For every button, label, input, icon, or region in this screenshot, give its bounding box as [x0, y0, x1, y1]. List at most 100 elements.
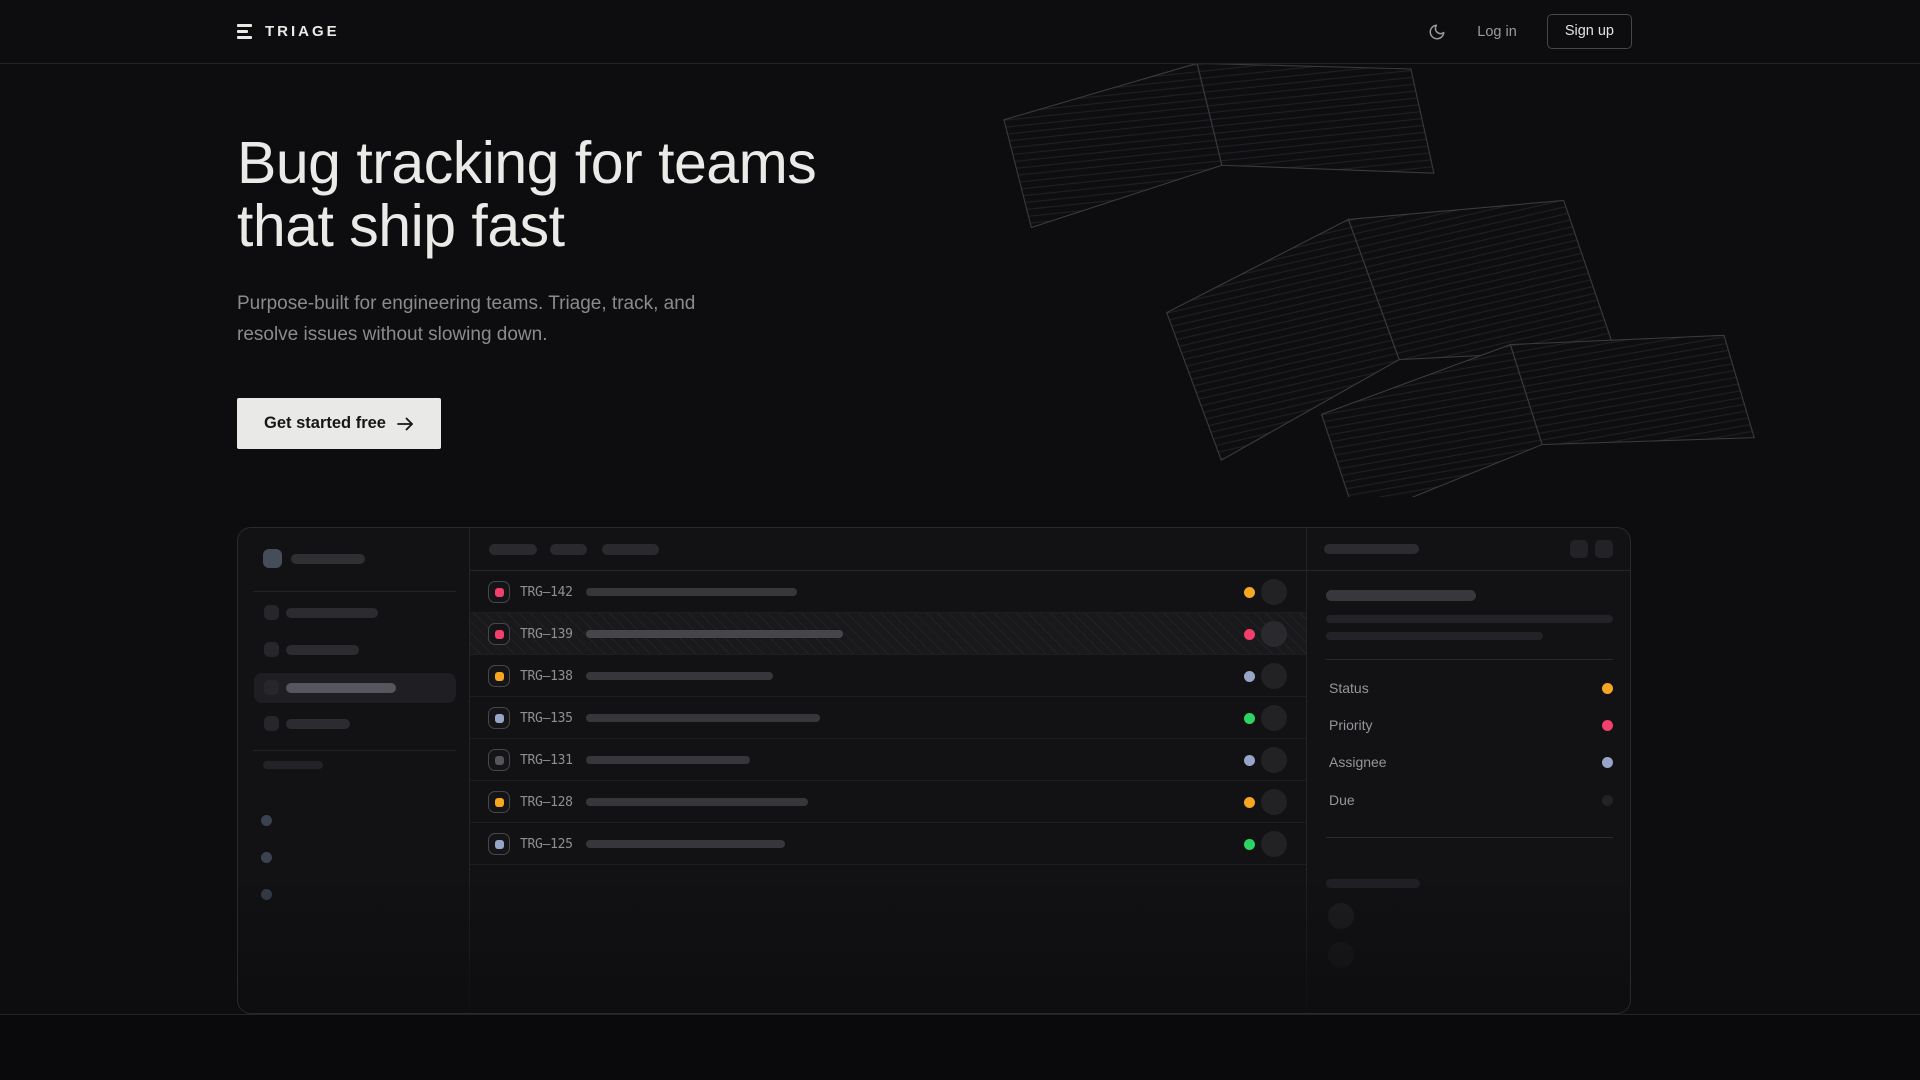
divider: [1326, 659, 1613, 660]
brand-logo[interactable]: TRIAGE: [237, 0, 340, 63]
issue-type-icon: [488, 665, 510, 687]
mock-list-toolbar: [470, 528, 1306, 571]
theme-toggle[interactable]: [1427, 22, 1447, 42]
mock-action-button: [1595, 540, 1613, 558]
assignee-avatar: [1261, 705, 1287, 731]
assignee-avatar: [1261, 663, 1287, 689]
mock-detail-toolbar: [1307, 528, 1630, 571]
issue-type-icon: [488, 833, 510, 855]
mock-activity-label-placeholder: [1326, 879, 1420, 888]
mock-description-placeholder: [1326, 632, 1543, 640]
issue-type-icon: [488, 623, 510, 645]
issue-title-placeholder: [586, 672, 773, 680]
status-dot: [1244, 796, 1255, 808]
issue-title-placeholder: [586, 714, 820, 722]
mock-issue-list: TRG–142 TRG–139 TRG–138: [470, 528, 1306, 1013]
mock-issue-title-placeholder: [1326, 590, 1476, 601]
brand-logo-icon: [237, 23, 252, 40]
assignee-avatar: [1261, 831, 1287, 857]
mock-nav-item: [238, 598, 470, 628]
issue-title-placeholder: [586, 756, 750, 764]
mock-detail-panel: Status Priority Assignee Due: [1306, 528, 1630, 1013]
issue-title-placeholder: [586, 798, 808, 806]
detail-field: Assignee: [1307, 752, 1630, 772]
divider: [253, 591, 456, 592]
hero-heading-line2: that ship fast: [237, 193, 565, 259]
status-dot: [1244, 670, 1255, 682]
field-value-dot: [1602, 795, 1613, 806]
mock-filter-pill: [550, 544, 587, 555]
hero-heading-line1: Bug tracking for teams: [237, 130, 817, 196]
detail-field: Due: [1307, 790, 1630, 810]
mock-action-button: [1570, 540, 1588, 558]
header-actions: Log in Sign up: [1427, 0, 1632, 63]
status-dot: [1244, 586, 1255, 598]
mock-nav-item-active: [254, 673, 456, 703]
field-value-dot: [1602, 683, 1613, 694]
field-label: Assignee: [1329, 754, 1387, 770]
status-dot: [1244, 754, 1255, 766]
login-link[interactable]: Log in: [1477, 23, 1517, 40]
mock-nav-item: [238, 635, 470, 665]
issue-id: TRG–142: [520, 584, 573, 600]
divider: [253, 750, 456, 751]
assignee-avatar: [1261, 579, 1287, 605]
issue-id: TRG–125: [520, 836, 573, 852]
field-value-dot: [1602, 720, 1613, 731]
signup-button[interactable]: Sign up: [1546, 14, 1632, 49]
issue-row: TRG–131: [470, 739, 1306, 781]
mock-workspace-name-placeholder: [291, 554, 365, 564]
issue-row: TRG–138: [470, 655, 1306, 697]
mock-comment-avatar: [1328, 942, 1354, 968]
mock-breadcrumb-placeholder: [1324, 544, 1419, 554]
issue-type-icon: [488, 707, 510, 729]
footer-band: [0, 1014, 1920, 1080]
issue-title-placeholder: [586, 840, 785, 848]
mock-issue-rows: TRG–142 TRG–139 TRG–138: [470, 571, 1306, 865]
detail-field: Priority: [1307, 715, 1630, 735]
mock-comment-avatar: [1328, 903, 1354, 929]
get-started-label: Get started free: [264, 414, 386, 432]
assignee-avatar: [1261, 789, 1287, 815]
issue-row: TRG–142: [470, 571, 1306, 613]
issue-type-icon: [488, 749, 510, 771]
status-dot: [1244, 712, 1255, 724]
detail-field: Status: [1307, 678, 1630, 698]
issue-type-icon: [488, 791, 510, 813]
issue-row-selected: TRG–139: [470, 613, 1306, 655]
mock-nav-item: [238, 709, 470, 739]
issue-title-placeholder: [586, 630, 843, 638]
field-label: Status: [1329, 680, 1369, 696]
mock-workspace-avatar: [263, 549, 282, 568]
brand-name: TRIAGE: [265, 23, 340, 40]
mock-list-dot: [261, 852, 272, 863]
mock-section-label-placeholder: [263, 761, 323, 769]
issue-row: TRG–128: [470, 781, 1306, 823]
status-dot: [1244, 628, 1255, 640]
issue-row: TRG–125: [470, 823, 1306, 865]
mock-filter-pill: [489, 544, 537, 555]
app-mock-panel: TRG–142 TRG–139 TRG–138: [237, 527, 1631, 1014]
assignee-avatar: [1261, 621, 1287, 647]
mock-list-dot: [261, 815, 272, 826]
issue-type-icon: [488, 581, 510, 603]
issue-id: TRG–138: [520, 668, 573, 684]
issue-id: TRG–128: [520, 794, 573, 810]
get-started-button[interactable]: Get started free: [237, 398, 441, 449]
status-dot: [1244, 838, 1255, 850]
issue-row: TRG–135: [470, 697, 1306, 739]
issue-id: TRG–131: [520, 752, 573, 768]
field-value-dot: [1602, 757, 1613, 768]
top-nav: TRIAGE Log in Sign up: [0, 0, 1920, 64]
mock-filter-pill: [602, 544, 659, 555]
hero-subtitle-line2: resolve issues without slowing down.: [237, 323, 548, 345]
issue-id: TRG–135: [520, 710, 573, 726]
moon-icon: [1429, 24, 1445, 39]
issue-title-placeholder: [586, 588, 797, 596]
field-label: Priority: [1329, 717, 1373, 733]
mock-description-placeholder: [1326, 615, 1613, 623]
assignee-avatar: [1261, 747, 1287, 773]
wireframe-folds-graphic: [1003, 62, 1755, 497]
